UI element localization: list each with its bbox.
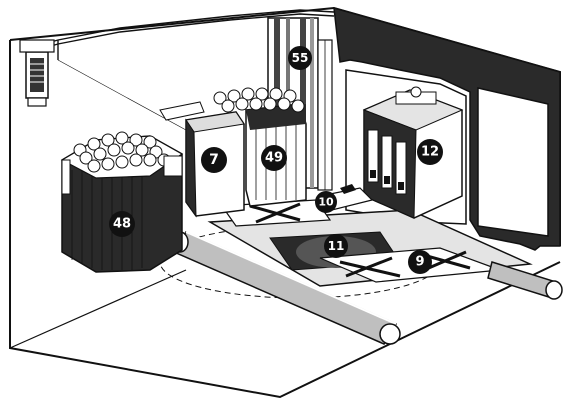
right-control-unit bbox=[362, 86, 464, 219]
callout-10: 10 bbox=[315, 191, 337, 213]
callout-48: 48 bbox=[109, 211, 135, 237]
callout-49-label: 49 bbox=[265, 151, 283, 166]
callout-48-label: 48 bbox=[113, 217, 131, 232]
callout-7: 7 bbox=[201, 147, 227, 173]
callout-9-label: 9 bbox=[415, 255, 424, 270]
wall-meter-device bbox=[19, 39, 55, 107]
callout-55-label: 55 bbox=[292, 51, 309, 65]
callout-11-label: 11 bbox=[328, 239, 345, 253]
callout-7-label: 7 bbox=[209, 152, 219, 168]
floor-plate-left bbox=[220, 199, 332, 227]
left-cylinder-cluster bbox=[60, 131, 184, 273]
callout-10-label: 10 bbox=[318, 196, 334, 209]
right-wall-window bbox=[477, 87, 549, 237]
callout-12: 12 bbox=[417, 139, 443, 165]
callout-49: 49 bbox=[261, 145, 287, 171]
callout-9: 9 bbox=[408, 250, 432, 274]
right-floor-rail bbox=[487, 261, 563, 300]
callout-12-label: 12 bbox=[421, 145, 439, 160]
callout-55: 55 bbox=[288, 46, 312, 70]
callout-11: 11 bbox=[324, 234, 348, 258]
